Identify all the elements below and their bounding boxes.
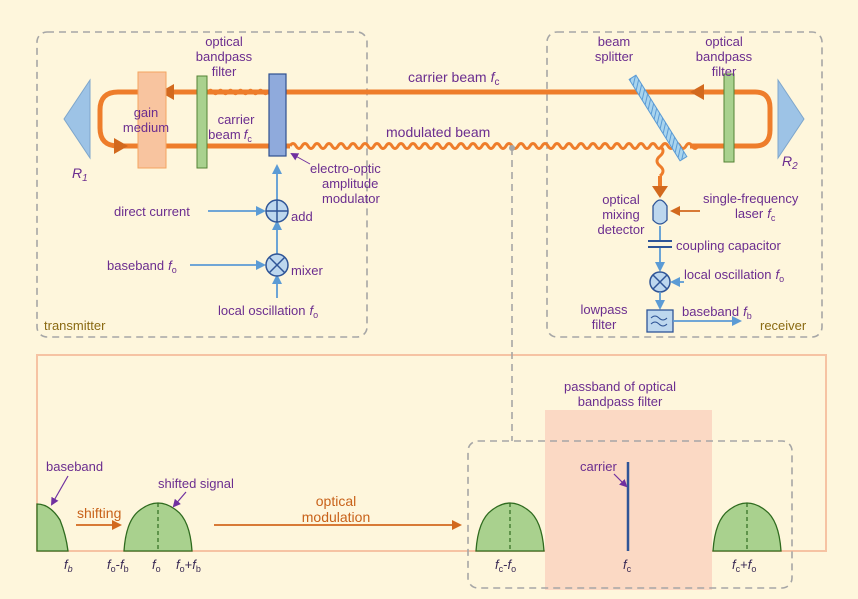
axis-fc: fc xyxy=(623,557,632,574)
spectrum-baseband-pointer xyxy=(51,475,69,506)
bandpass-filter-left xyxy=(196,75,208,169)
axis-fo: fo xyxy=(152,557,161,574)
carrier-beam-path xyxy=(97,89,650,149)
axis-fc-minus-fo: fc-fo xyxy=(495,557,516,574)
carrier-pointer xyxy=(613,473,628,488)
mirror-right-icon xyxy=(777,78,805,160)
mirror-left-icon xyxy=(63,78,91,160)
bandpass-filter-right xyxy=(723,73,735,163)
lowpass-filter-icon xyxy=(646,309,674,333)
beam-arrow-left xyxy=(160,84,174,100)
beam-branch-wave xyxy=(655,144,665,178)
coupling-capacitor-icon xyxy=(648,240,672,248)
adder-icon xyxy=(265,199,289,223)
mirror-right-label: R2 xyxy=(782,153,798,172)
shifted-signal-label: shifted signal xyxy=(158,476,234,491)
eo-modulator-pointer xyxy=(290,153,311,165)
receiver-label: receiver xyxy=(760,318,807,333)
modulated-beam-label: modulated beam xyxy=(386,124,490,140)
receiver-mixer-icon xyxy=(649,271,671,293)
axis-fo-minus-fb: fo-fb xyxy=(107,557,129,574)
coupling-capacitor-label: coupling capacitor xyxy=(676,238,781,253)
carrier-label: carrier xyxy=(580,459,618,474)
spectrum-frame xyxy=(36,354,827,552)
carrier-beam-wave xyxy=(206,88,270,96)
baseband-lobe xyxy=(36,503,69,552)
zoom-connector-dot xyxy=(509,145,515,151)
beam-splitter xyxy=(628,74,688,162)
adder-label: add xyxy=(291,209,313,224)
transmitter-label: transmitter xyxy=(44,318,106,333)
axis-fo-plus-fb: fo+fb xyxy=(176,557,201,574)
receiver-box xyxy=(546,31,823,338)
spectrum-baseband-label: baseband xyxy=(46,459,103,474)
optical-mixing-detector-icon xyxy=(652,199,668,225)
zoom-box xyxy=(467,440,793,589)
beam-arrow-right xyxy=(690,84,704,100)
mirror-left-label: R1 xyxy=(72,165,88,184)
transmitter-box xyxy=(36,31,368,338)
direct-current-label: direct current xyxy=(114,204,190,219)
axis-fc-plus-fo: fc+fo xyxy=(732,557,756,574)
gain-medium-block xyxy=(137,71,167,169)
axis-fb: fb xyxy=(64,557,73,574)
eo-modulator-block xyxy=(268,73,287,157)
modulated-beam-wave xyxy=(288,142,700,150)
mixer-label: mixer xyxy=(291,263,323,278)
carrier-beam-right xyxy=(650,89,773,149)
shifting-label: shifting xyxy=(77,505,121,521)
beam-arrow-return xyxy=(114,138,128,154)
shifted-signal-pointer xyxy=(172,491,187,508)
beam-branch-arrow xyxy=(652,186,668,198)
mixer-icon xyxy=(265,253,289,277)
